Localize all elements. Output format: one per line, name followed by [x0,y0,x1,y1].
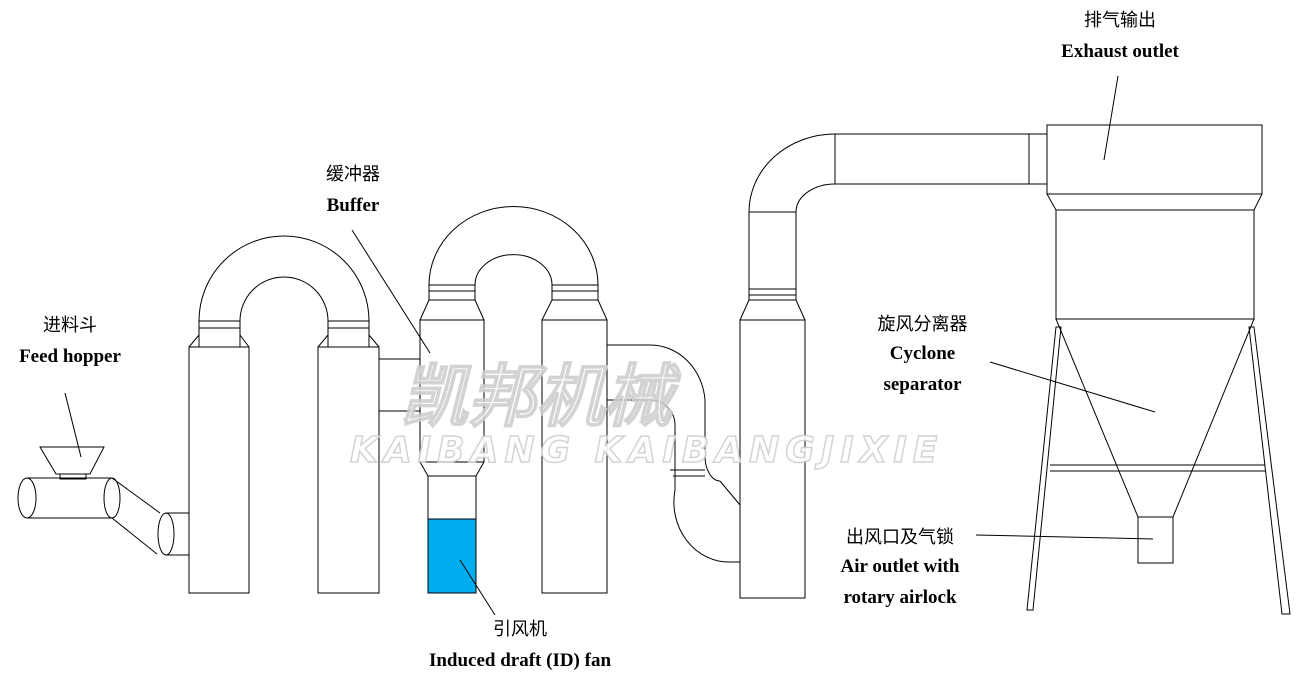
cyclone-separator [1046,124,1263,564]
label-airlock-en1: Air outlet with [840,556,960,578]
riser-column [739,211,806,599]
leader-lines [64,75,1156,616]
drying-column-4 [541,284,608,594]
label-exhaust-cn: 排气输出 [1084,10,1156,31]
id-fan-body [427,518,477,594]
label-feed-en: Feed hopper [19,346,121,368]
label-airlock: 出风口及气锁 Air outlet with rotary airlock [815,526,985,611]
label-airlock-en2: rotary airlock [843,587,957,609]
label-buffer-cn: 缓冲器 [326,164,380,185]
label-exhaust-en: Exhaust outlet [1061,41,1179,63]
drying-column-2 [317,320,380,594]
drying-column-1 [188,320,250,594]
label-feed-hopper: 进料斗 Feed hopper [0,314,140,370]
connector-pipe [379,358,420,412]
support-frame [1026,326,1291,615]
label-cyclone-en1: Cyclone [889,343,956,365]
arch-pipe-2 [428,206,599,286]
elbow-duct [748,133,836,213]
label-airlock-cn: 出风口及气锁 [846,527,954,548]
label-fan-en: Induced draft (ID) fan [428,650,612,672]
label-id-fan: 引风机 Induced draft (ID) fan [400,618,640,674]
label-cyclone: 旋风分离器 Cyclone separator [850,313,995,398]
arch-pipe-1 [198,235,370,322]
feed-hopper [39,446,105,480]
watermark-en: KAIBANG KAIBANGJIXIE [350,430,943,471]
label-cyclone-cn: 旋风分离器 [877,314,968,335]
label-feed-cn: 进料斗 [43,315,97,336]
s-bend-duct [607,344,741,563]
label-buffer: 缓冲器 Buffer [283,163,423,219]
label-fan-cn: 引风机 [493,619,547,640]
watermark: 凯邦机械 KAIBANG KAIBANGJIXIE [349,357,943,472]
label-cyclone-en2: separator [883,374,962,396]
feed-pipe [17,477,189,556]
label-buffer-en: Buffer [326,195,380,217]
watermark-cn: 凯邦机械 [400,358,681,437]
label-exhaust-outlet: 排气输出 Exhaust outlet [1030,9,1210,65]
horizontal-duct [835,133,1048,185]
